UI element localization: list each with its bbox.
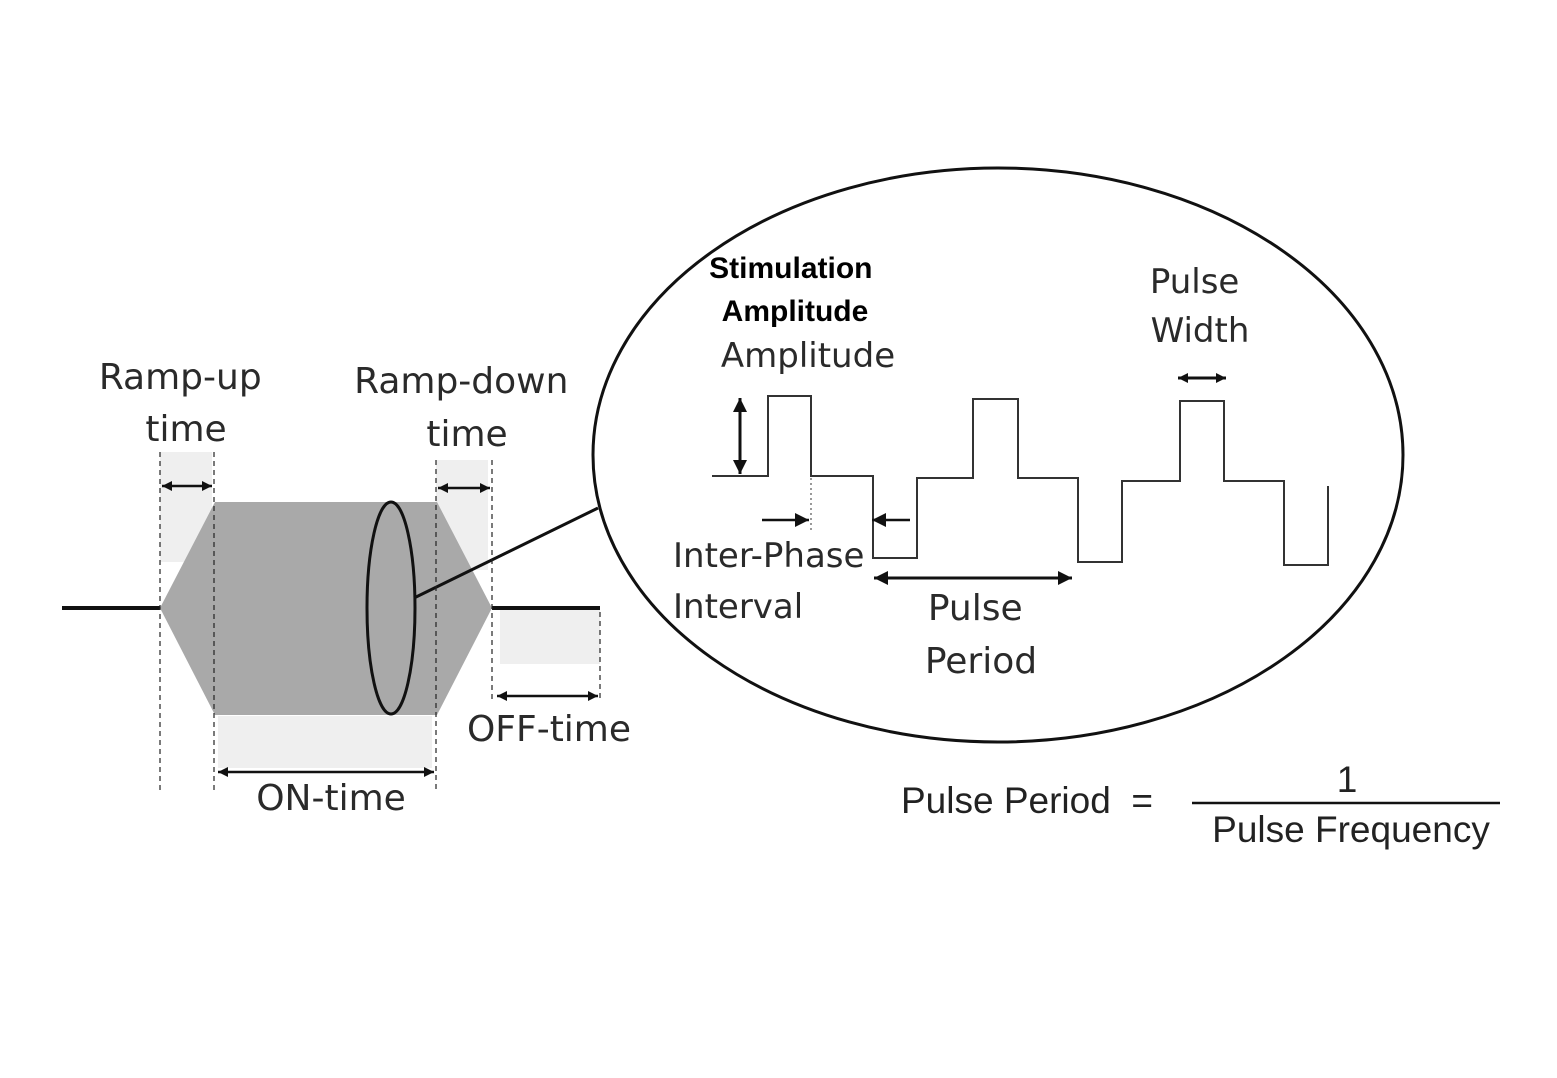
off-time-shade	[500, 610, 600, 664]
amplitude-label: Amplitude	[721, 336, 895, 376]
ramp-up-label: Ramp-up time	[99, 357, 273, 450]
pulse-width-label: Pulse Width	[1150, 262, 1250, 351]
pulse-waveform	[712, 395, 1329, 566]
pulse-period-line2: Period	[925, 641, 1037, 682]
inter-phase-label: Inter-Phase Interval	[673, 536, 875, 627]
stimulation-amplitude-label: Stimulation Amplitude	[709, 252, 881, 328]
zoom-ellipse	[365, 500, 417, 716]
stim-amplitude-line2: Amplitude	[722, 295, 869, 328]
off-time-label: OFF-time	[467, 709, 631, 750]
burst-envelope-panel: Ramp-up time Ramp-down time ON-time OFF-…	[62, 357, 631, 819]
stim-amplitude-line1: Stimulation	[709, 252, 872, 285]
inter-phase-line2: Interval	[673, 587, 803, 627]
pulse-width-line1: Pulse	[1150, 262, 1240, 302]
zoom-connector	[413, 506, 599, 600]
ramp-down-label: Ramp-down time	[354, 361, 580, 455]
inter-phase-line1: Inter-Phase	[673, 536, 864, 576]
formula-denominator: Pulse Frequency	[1212, 809, 1490, 850]
on-time-shade	[218, 716, 432, 768]
ramp-down-label-line1: Ramp-down	[354, 361, 568, 402]
ramp-up-label-line1: Ramp-up	[99, 357, 262, 398]
pulse-period-label: Pulse Period	[925, 588, 1037, 682]
pulse-period-formula: Pulse Period = 1 Pulse Frequency	[901, 759, 1500, 850]
on-time-label: ON-time	[256, 778, 406, 819]
pulse-detail-panel: Stimulation Amplitude Amplitude Pulse Wi…	[591, 166, 1405, 744]
burst-shape	[160, 502, 492, 715]
formula-lhs: Pulse Period =	[901, 780, 1153, 821]
detail-ellipse	[591, 166, 1405, 744]
ramp-up-label-line2: time	[145, 409, 226, 450]
pulse-width-line2: Width	[1151, 311, 1250, 351]
formula-numerator: 1	[1337, 759, 1358, 800]
pulse-period-line1: Pulse	[928, 588, 1023, 629]
ramp-down-label-line2: time	[426, 414, 507, 455]
